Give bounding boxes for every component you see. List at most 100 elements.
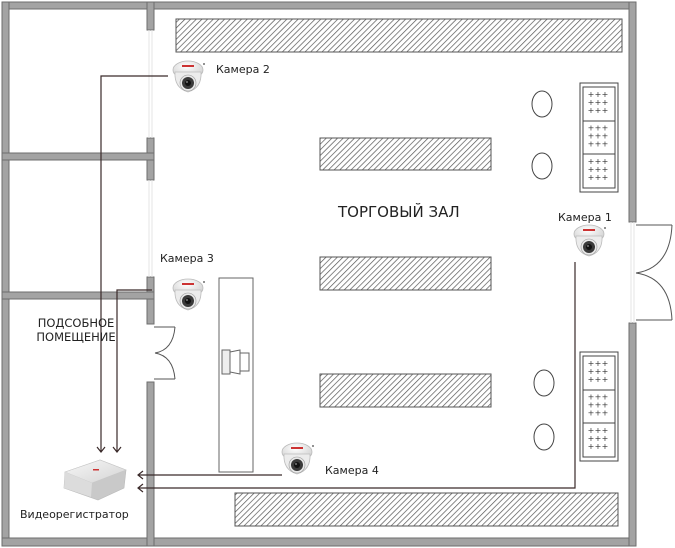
cushion-mark: + <box>595 401 602 410</box>
cushion-mark: + <box>595 375 602 384</box>
wall-bottom <box>1 537 637 547</box>
cushion-mark: + <box>602 409 609 418</box>
arrow-camera-1 <box>137 483 144 493</box>
cushion-mark: + <box>588 393 595 402</box>
shelf-bottom <box>234 492 619 527</box>
cushion-mark: + <box>595 165 602 174</box>
utility-room-label-1: ПОДСОБНОЕ <box>38 316 115 330</box>
camera-1[interactable] <box>573 224 607 257</box>
cushion-mark: + <box>588 132 595 141</box>
cushion-mark: + <box>595 442 602 451</box>
cushion-mark: + <box>602 106 609 115</box>
recorder-label: Видеорегистратор <box>20 508 129 521</box>
wall-inner-1 <box>146 1 155 31</box>
cushion-mark: + <box>595 393 602 402</box>
wall-right-upper <box>628 1 637 223</box>
chair-icon <box>221 349 250 375</box>
cushion-mark: + <box>602 140 609 149</box>
sales-hall-label: ТОРГОВЫЙ ЗАЛ <box>337 202 460 221</box>
video-recorder[interactable] <box>63 459 127 501</box>
camera-3[interactable] <box>172 278 206 311</box>
cushion-mark: + <box>588 375 595 384</box>
shelf-middle-1 <box>319 137 492 171</box>
camera-2-label: Камера 2 <box>216 63 270 76</box>
cushion-mark: + <box>602 401 609 410</box>
dome-camera-icon <box>172 278 206 311</box>
cushion-mark: + <box>602 426 609 435</box>
shelf-middle-3 <box>319 373 492 408</box>
cables <box>96 75 576 493</box>
door-utility[interactable] <box>154 326 176 380</box>
table-2 <box>531 152 553 180</box>
cushion-mark: + <box>588 442 595 451</box>
cushion-mark: + <box>588 426 595 435</box>
cushion-mark: + <box>588 173 595 182</box>
cushion-mark: + <box>602 157 609 166</box>
sofa-upper <box>579 82 619 193</box>
cushion-mark: + <box>588 124 595 133</box>
utility-room-label-2: ПОМЕЩЕНИЕ <box>36 330 115 344</box>
table-1 <box>531 90 553 118</box>
dome-camera-icon <box>281 442 315 475</box>
cushion-mark: + <box>595 98 602 107</box>
door-entrance[interactable] <box>635 224 673 321</box>
cushion-mark: + <box>595 434 602 443</box>
cushion-mark: + <box>595 367 602 376</box>
cushion-mark: + <box>602 359 609 368</box>
wall-left <box>1 1 10 547</box>
cable-camera-1 <box>138 262 576 489</box>
camera-3-label: Камера 3 <box>160 252 214 265</box>
camera-1-label: Камера 1 <box>558 211 612 224</box>
cable-camera-3 <box>116 289 152 452</box>
arrow-camera-3 <box>112 446 122 453</box>
wall-openings <box>148 30 635 323</box>
dome-camera-icon <box>172 60 206 93</box>
wall-top <box>1 1 637 10</box>
cushion-mark: + <box>602 98 609 107</box>
dome-camera-icon <box>573 224 607 257</box>
wall-inner-3 <box>146 276 155 325</box>
cushion-mark: + <box>602 90 609 99</box>
cushion-mark: + <box>588 106 595 115</box>
camera-4-label: Камера 4 <box>325 464 379 477</box>
camera-4[interactable] <box>281 442 315 475</box>
wall-inner-4 <box>146 381 155 547</box>
cable-camera-2 <box>100 75 168 452</box>
walls <box>1 1 637 547</box>
cushion-mark: + <box>588 165 595 174</box>
cushion-mark: + <box>588 401 595 410</box>
cushion-mark: + <box>595 106 602 115</box>
cushion-mark: + <box>588 140 595 149</box>
cushion-mark: + <box>602 442 609 451</box>
table-3 <box>533 369 555 397</box>
dvr-logo-icon <box>93 469 99 471</box>
table-4 <box>533 423 555 451</box>
arrow-camera-4 <box>137 470 144 480</box>
sofa-lower <box>579 351 619 462</box>
cushion-mark: + <box>602 434 609 443</box>
cushion-mark: + <box>595 132 602 141</box>
cushion-mark: + <box>602 165 609 174</box>
cushion-mark: + <box>588 409 595 418</box>
cushion-mark: + <box>602 173 609 182</box>
cushion-mark: + <box>588 157 595 166</box>
cushion-mark: + <box>588 90 595 99</box>
cushion-mark: + <box>595 140 602 149</box>
cushion-mark: + <box>595 124 602 133</box>
camera-2[interactable] <box>172 60 206 93</box>
shelf-top <box>175 18 623 53</box>
tables <box>531 90 555 451</box>
cushion-mark: + <box>595 157 602 166</box>
shelves <box>175 18 623 527</box>
cushion-mark: + <box>595 426 602 435</box>
cushion-mark: + <box>602 375 609 384</box>
cushion-mark: + <box>595 359 602 368</box>
cushion-mark: + <box>602 393 609 402</box>
cushion-mark: + <box>595 90 602 99</box>
wall-horizontal-1 <box>1 152 155 161</box>
cushion-mark: + <box>588 434 595 443</box>
cushion-mark: + <box>602 124 609 133</box>
cushion-mark: + <box>602 367 609 376</box>
cushion-mark: + <box>602 132 609 141</box>
